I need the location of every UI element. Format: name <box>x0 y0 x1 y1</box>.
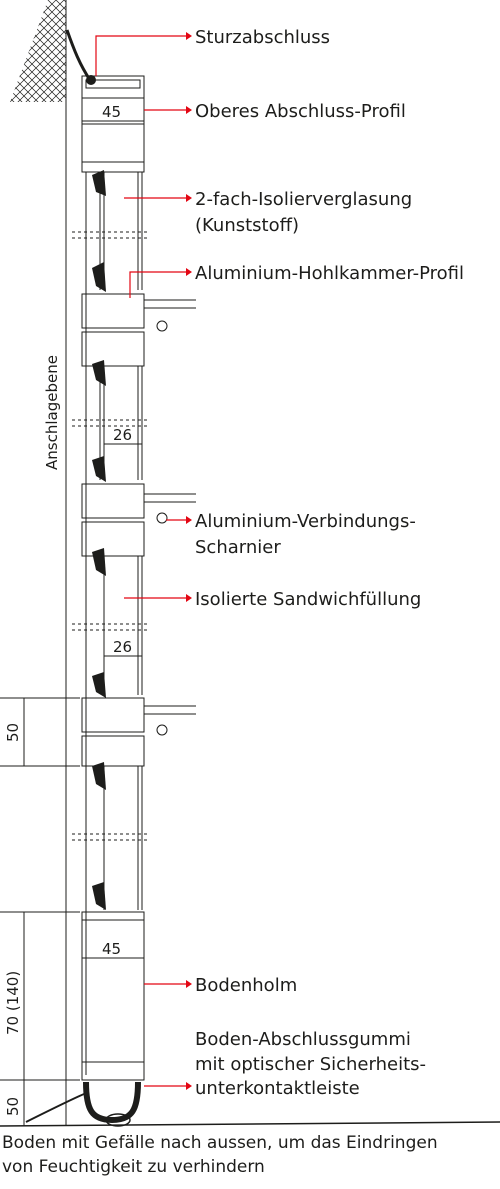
floor-slope <box>25 1093 85 1123</box>
dim-top-width: 45 <box>102 103 121 121</box>
floor-line <box>0 1121 500 1127</box>
floor-caption: Boden mit Gefälle nach aussen, um das Ei… <box>2 1131 498 1179</box>
caption-line-1: Boden mit Gefälle nach aussen, um das Ei… <box>2 1133 438 1153</box>
label-gummi-3: unterkontaktleiste <box>195 1078 360 1099</box>
dim-glass-width-2: 26 <box>113 638 132 656</box>
label-verglasung-2: (Kunststoff) <box>195 215 299 236</box>
dim-glass-width-1: 26 <box>113 426 132 444</box>
leader-lines <box>95 35 186 1087</box>
label-sturzabschluss: Sturzabschluss <box>195 27 330 48</box>
label-scharnier-2: Scharnier <box>195 537 281 558</box>
dim-section-height: 50 <box>4 723 22 742</box>
seals <box>92 170 106 910</box>
label-bodenholm: Bodenholm <box>195 975 297 996</box>
label-gummi-1: Boden-Abschlussgummi <box>195 1029 411 1050</box>
left-dimensions <box>0 697 80 1126</box>
door-panel <box>81 75 196 1081</box>
lintel-seal <box>65 29 92 81</box>
dim-bottom-width: 45 <box>102 940 121 958</box>
lintel-hatch <box>10 0 66 102</box>
dim-bottom-height: 70 (140) <box>4 971 22 1035</box>
break-lines <box>72 231 150 841</box>
leader-arrows <box>186 32 192 1090</box>
bottom-seal <box>83 1081 141 1124</box>
label-verglasung-1: 2-fach-Isolierverglasung <box>195 189 412 210</box>
label-scharnier-1: Aluminium-Verbindungs- <box>195 511 416 532</box>
anschlagebene-label: Anschlagebene <box>43 355 61 470</box>
caption-line-2: von Feuchtigkeit zu verhindern <box>2 1157 265 1177</box>
label-sandwich: Isolierte Sandwichfüllung <box>195 589 421 610</box>
label-gummi-2: mit optischer Sicherheits- <box>195 1054 426 1075</box>
dim-seal-height: 50 <box>4 1097 22 1116</box>
hinge-pins <box>156 320 168 736</box>
label-hohlkammer: Aluminium-Hohlkammer-Profil <box>195 263 464 284</box>
label-oberes-profil: Oberes Abschluss-Profil <box>195 101 406 122</box>
bottom-seal-bulb <box>105 1113 131 1127</box>
